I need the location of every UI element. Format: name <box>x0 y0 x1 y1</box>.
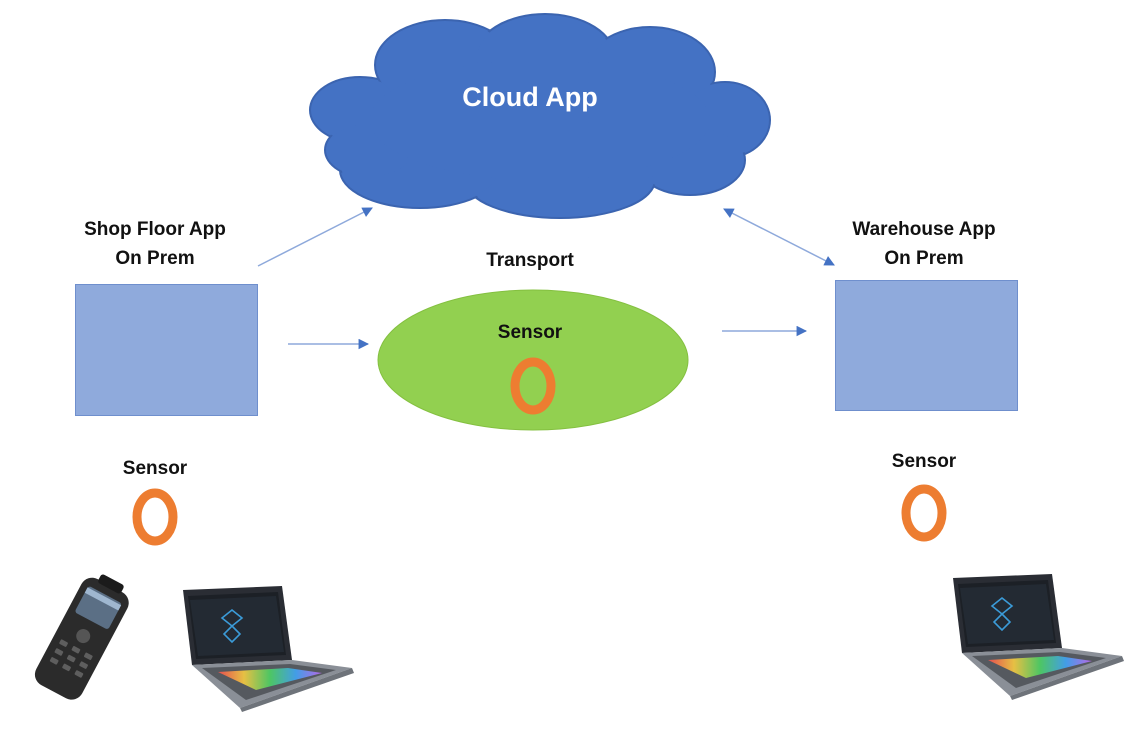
warehouse-app-box <box>835 280 1018 411</box>
arrow-cloud-warehouse <box>723 208 835 266</box>
transport-sensor-label: Sensor <box>497 322 563 343</box>
laptop-icon <box>953 574 1124 700</box>
arrow-shopfloor-to-cloud <box>257 207 373 267</box>
warehouse-title-line1: Warehouse App <box>852 219 996 240</box>
warehouse-sensor-label: Sensor <box>891 451 957 472</box>
shop-floor-app-box <box>75 284 258 416</box>
shop-floor-title-line1: Shop Floor App <box>84 219 226 240</box>
cloud-app-label: Cloud App <box>462 82 598 112</box>
transport-label: Transport <box>486 250 574 271</box>
warehouse-title-line2: On Prem <box>884 248 964 269</box>
shop-floor-title-line2: On Prem <box>115 248 195 269</box>
sensor-ring-icon <box>510 357 556 415</box>
handheld-scanner-icon <box>34 574 129 700</box>
laptop-icon <box>183 586 354 712</box>
sensor-ring-icon <box>132 488 178 546</box>
shop-floor-sensor-label: Sensor <box>122 458 188 479</box>
sensor-ring-icon <box>901 484 947 542</box>
